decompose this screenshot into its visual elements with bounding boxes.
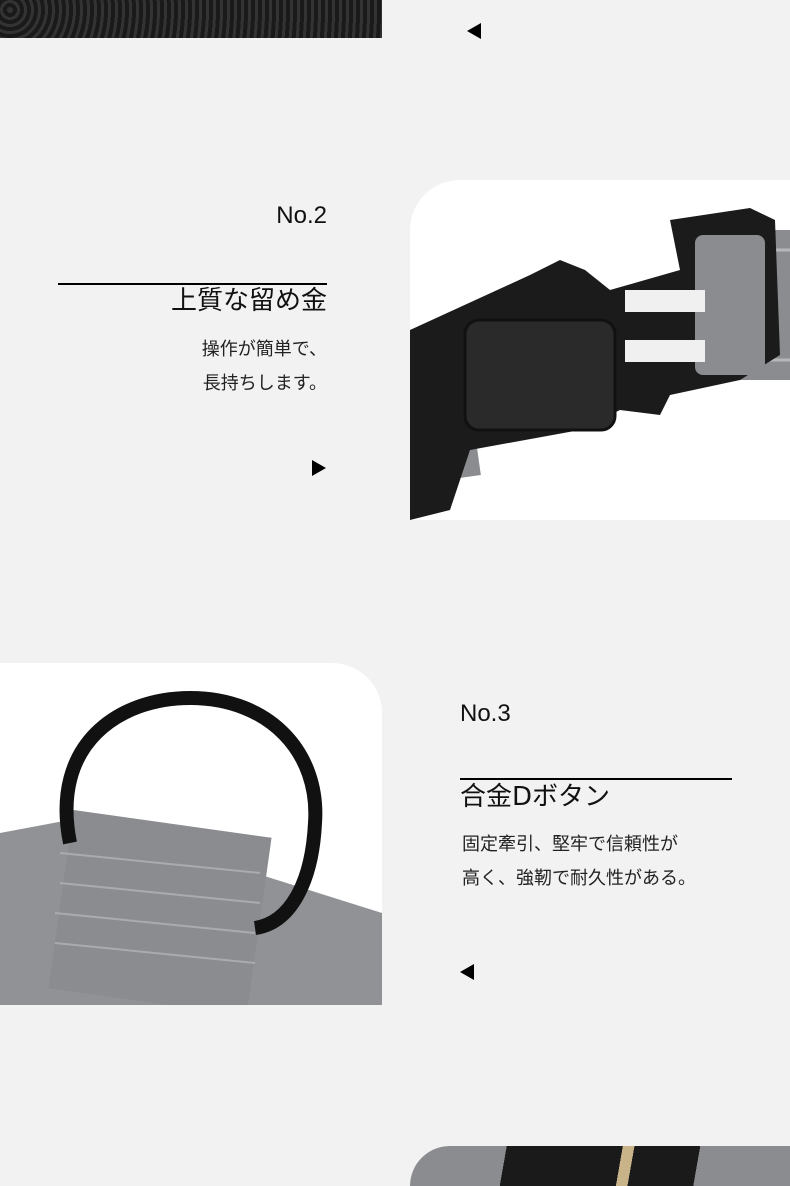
feature-title: 合金Dボタン — [460, 782, 611, 812]
d-ring-photo — [0, 663, 382, 1005]
description-line: 高く、強靭で耐久性がある。 — [462, 868, 696, 889]
arrow-left-icon[interactable] — [460, 964, 474, 980]
arrow-right-icon[interactable] — [312, 460, 326, 476]
description-line: 固定牽引、堅牢で信頼性が — [462, 834, 678, 855]
feature-description: 固定牽引、堅牢で信頼性が 高く、強靭で耐久性がある。 — [462, 828, 696, 896]
description-line: 操作が簡単で、 — [201, 339, 327, 360]
divider — [58, 283, 327, 285]
mesh-fabric-photo-top — [0, 0, 382, 38]
buckle-photo — [410, 180, 790, 520]
arrow-left-icon[interactable] — [467, 23, 481, 39]
description-line: 長持ちします。 — [202, 373, 327, 394]
feature-title: 上質な留め金 — [170, 286, 327, 316]
feature-number: No.3 — [460, 700, 511, 727]
feature-description: 操作が簡単で、 長持ちします。 — [202, 333, 327, 401]
divider — [460, 778, 732, 780]
harness-photo-bottom — [410, 1146, 790, 1186]
feature-number: No.2 — [276, 202, 327, 229]
